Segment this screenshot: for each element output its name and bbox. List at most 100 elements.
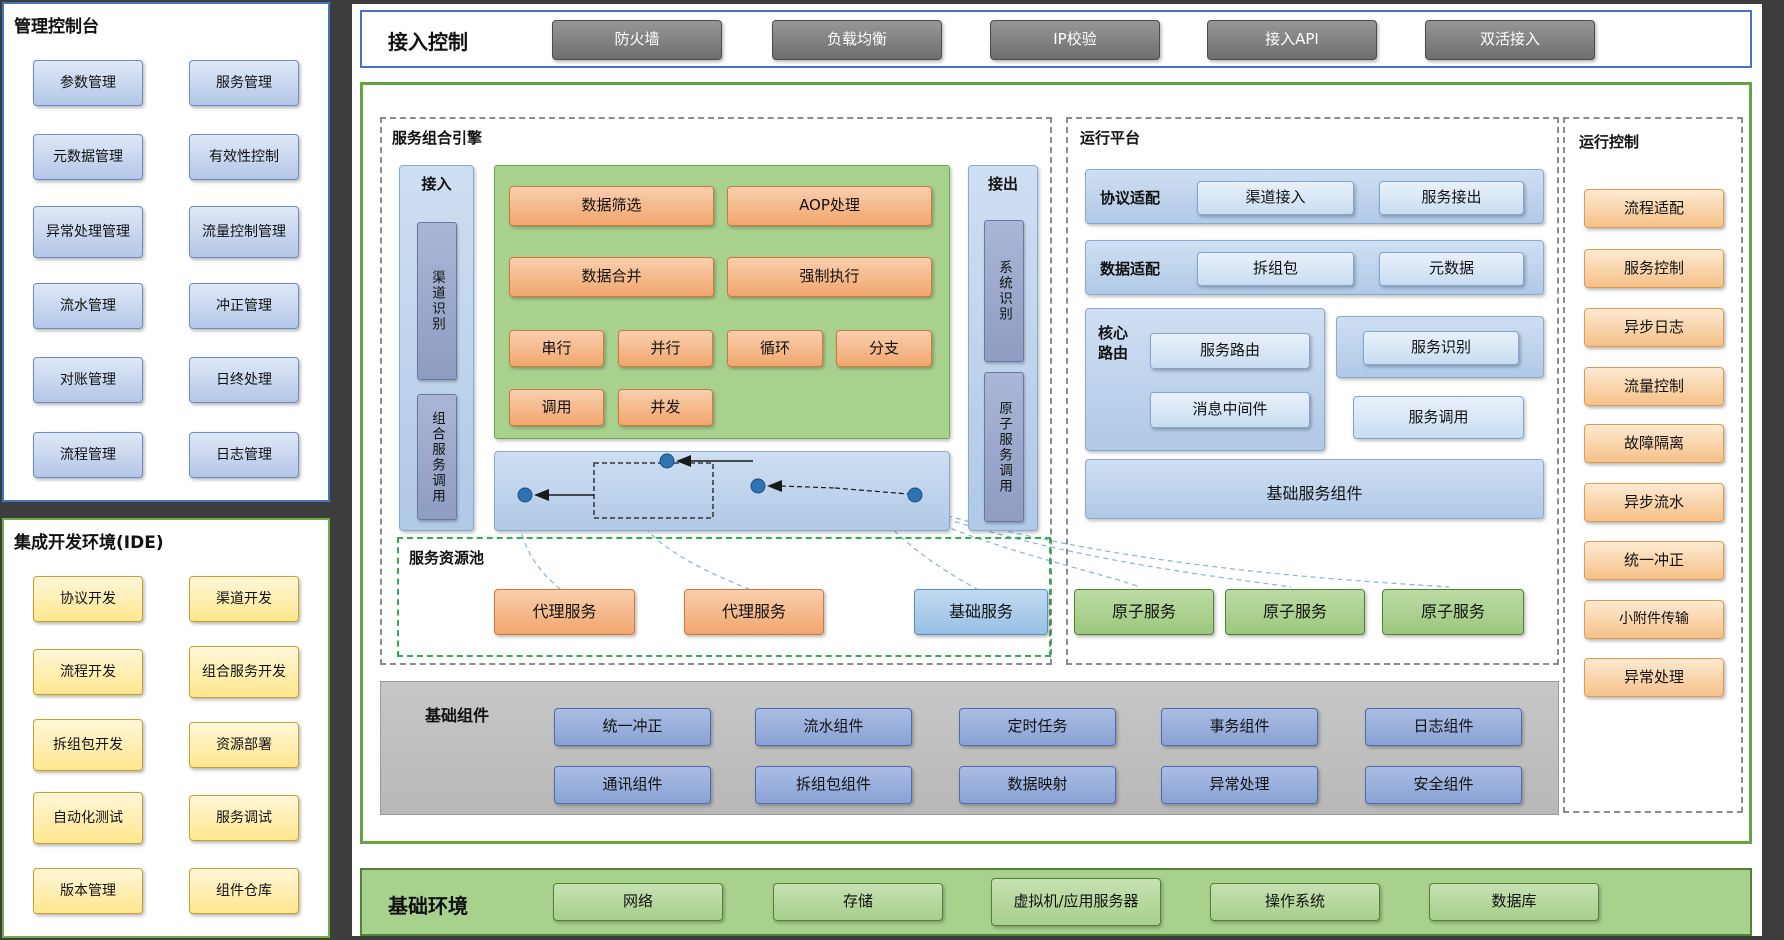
op-box: 调用 (509, 389, 604, 426)
base-components-title: 基础组件 (425, 706, 490, 725)
console-item: 流量控制管理 (189, 205, 299, 258)
access-control-title: 接入控制 (388, 30, 468, 54)
ide-item: 渠道开发 (189, 575, 299, 622)
component-button: 通讯组件 (554, 766, 711, 804)
component-button: 日志组件 (1365, 708, 1522, 746)
component-button: 流水组件 (755, 708, 912, 746)
console-item: 日志管理 (189, 431, 299, 478)
atomic-service-call-box: 原子服务调用 (984, 372, 1024, 522)
management-console-panel: 管理控制台 参数管理 服务管理 元数据管理 有效性控制 异常处理管理 流量控制管… (2, 2, 330, 502)
console-item: 冲正管理 (189, 283, 299, 330)
channel-identify-box: 渠道识别 (417, 222, 457, 380)
ide-item: 组合服务开发 (189, 645, 299, 698)
access-control-bar: 接入控制 防火墙 负载均衡 IP校验 接入API 双活接入 (360, 10, 1752, 68)
op-box: 数据合并 (509, 257, 714, 297)
ide-panel: 集成开发环境(IDE) 协议开发 渠道开发 流程开发 组合服务开发 拆组包开发 … (2, 518, 330, 938)
runtime-control-item: 流程适配 (1584, 189, 1724, 228)
runtime-control-item: 小附件传输 (1584, 600, 1724, 639)
environment-button: 数据库 (1429, 883, 1599, 921)
row-label: 协议适配 (1100, 189, 1161, 207)
runtime-control-item: 异步流水 (1584, 483, 1724, 522)
component-button: 定时任务 (959, 708, 1116, 746)
component-button: 统一冲正 (554, 708, 711, 746)
metadata-box: 元数据 (1379, 252, 1524, 286)
ide-item: 服务调试 (189, 795, 299, 842)
runtime-control-item: 服务控制 (1584, 249, 1724, 288)
environment-button: 虚拟机/应用服务器 (991, 878, 1161, 926)
component-button: 事务组件 (1161, 708, 1318, 746)
flow-diagram-panel (494, 451, 950, 531)
op-box: 数据筛选 (509, 186, 714, 226)
service-recognition-box: 服务识别 (1363, 331, 1519, 365)
basic-service-box: 基础服务 (914, 589, 1048, 635)
op-box: 串行 (509, 330, 604, 367)
pack-unpack-box: 拆组包 (1197, 252, 1354, 286)
op-box: 分支 (836, 330, 932, 367)
op-box: AOP处理 (727, 186, 932, 226)
console-item: 流程管理 (33, 431, 143, 478)
service-invoke-box: 服务调用 (1353, 396, 1524, 439)
console-item: 异常处理管理 (33, 205, 143, 258)
ide-item: 自动化测试 (33, 792, 143, 845)
component-button: 安全组件 (1365, 766, 1522, 804)
atomic-service-box: 原子服务 (1074, 589, 1214, 635)
environment-title: 基础环境 (388, 894, 468, 918)
op-box: 强制执行 (727, 257, 932, 297)
inlet-panel: 接入 渠道识别 组合服务调用 (399, 165, 474, 531)
console-item: 服务管理 (189, 60, 299, 107)
protocol-adapt-panel: 协议适配 渠道接入 服务接出 (1085, 169, 1544, 224)
core-routing-label: 核心路由 (1098, 324, 1129, 363)
outlet-label: 接出 (987, 175, 1018, 193)
ide-item: 协议开发 (33, 575, 143, 622)
service-recognition-panel: 服务识别 (1336, 316, 1544, 378)
outlet-panel: 接出 系统识别 原子服务调用 (968, 165, 1038, 531)
access-control-button: 接入API (1207, 20, 1377, 60)
ide-item: 版本管理 (33, 868, 143, 915)
ide-title: 集成开发环境(IDE) (14, 533, 164, 553)
op-box: 循环 (727, 330, 823, 367)
ops-area: 数据筛选 AOP处理 数据合并 强制执行 串行 并行 循环 分支 调用 并发 (494, 165, 950, 439)
pool-title: 服务资源池 (409, 549, 485, 567)
platform-title: 运行平台 (1080, 129, 1141, 147)
op-box: 并发 (618, 389, 713, 426)
environment-button: 网络 (553, 883, 723, 921)
flow-diagram (517, 453, 923, 519)
channel-access-box: 渠道接入 (1197, 181, 1354, 215)
service-composition-engine: 服务组合引擎 接入 渠道识别 组合服务调用 数据筛选 AOP处理 数据合并 强制… (380, 117, 1052, 665)
system-identify-box: 系统识别 (984, 220, 1024, 362)
data-adapt-panel: 数据适配 拆组包 元数据 (1085, 240, 1544, 295)
proxy-service-box: 代理服务 (684, 589, 824, 635)
runtime-control-title: 运行控制 (1579, 133, 1640, 151)
ide-item: 流程开发 (33, 648, 143, 695)
runtime-control-item: 故障隔离 (1584, 424, 1724, 463)
component-button: 拆组包组件 (755, 766, 912, 804)
composite-service-call-box: 组合服务调用 (417, 394, 457, 520)
runtime-control-item: 流量控制 (1584, 367, 1724, 406)
row-label: 数据适配 (1100, 260, 1161, 278)
environment-button: 存储 (773, 883, 943, 921)
console-item: 元数据管理 (33, 134, 143, 181)
engine-title: 服务组合引擎 (392, 129, 483, 147)
service-route-box: 服务路由 (1150, 333, 1310, 369)
basic-service-components-label: 基础服务组件 (1266, 484, 1363, 503)
management-console-title: 管理控制台 (14, 17, 99, 37)
op-box: 并行 (618, 330, 713, 367)
service-out-box: 服务接出 (1379, 181, 1524, 215)
runtime-control-item: 异常处理 (1584, 658, 1724, 697)
access-control-button: 防火墙 (552, 20, 722, 60)
ide-item: 资源部署 (189, 721, 299, 768)
proxy-service-box: 代理服务 (494, 589, 635, 635)
access-control-button: 负载均衡 (772, 20, 942, 60)
environment-button: 操作系统 (1210, 883, 1380, 921)
runtime-control-item: 异步日志 (1584, 308, 1724, 347)
ide-item: 拆组包开发 (33, 718, 143, 771)
base-components-panel: 基础组件 统一冲正 流水组件 定时任务 事务组件 日志组件 通讯组件 拆组包组件… (380, 681, 1559, 815)
service-resource-pool: 服务资源池 代理服务 代理服务 基础服务 (397, 537, 1051, 657)
console-item: 有效性控制 (189, 134, 299, 181)
runtime-control-item: 统一冲正 (1584, 541, 1724, 580)
atomic-service-box: 原子服务 (1382, 589, 1524, 635)
core-routing-panel: 核心路由 服务路由 消息中间件 (1085, 308, 1325, 451)
component-button: 数据映射 (959, 766, 1116, 804)
base-environment-bar: 基础环境 网络 存储 虚拟机/应用服务器 操作系统 数据库 (360, 868, 1752, 936)
console-item: 流水管理 (33, 283, 143, 330)
